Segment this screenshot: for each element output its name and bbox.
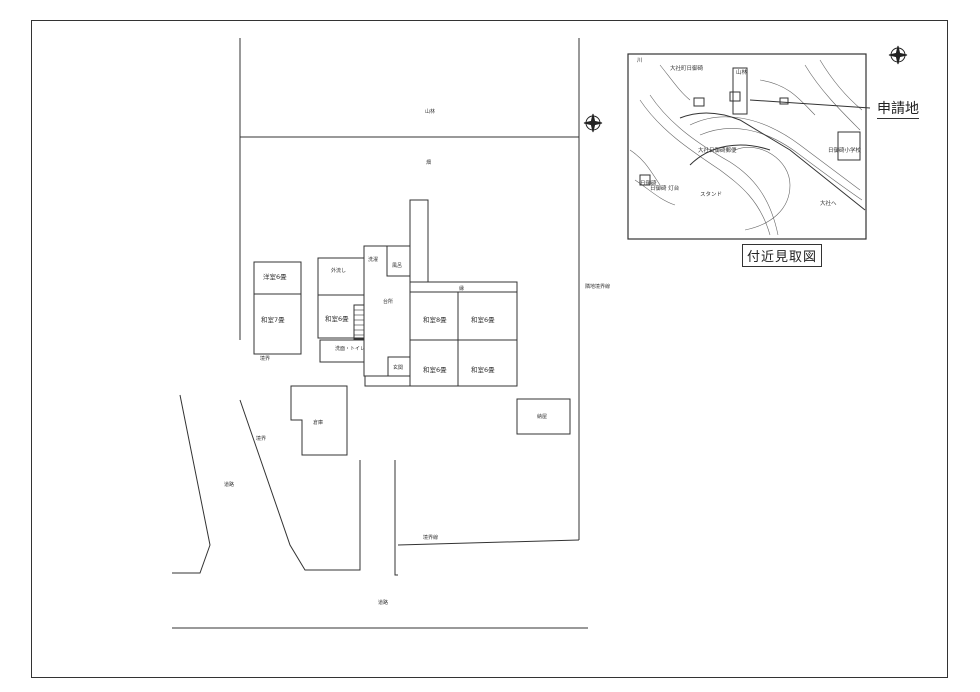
- map-place-2: 日御碕: [640, 179, 657, 187]
- compass-icon: [583, 113, 603, 133]
- label-boundary-b: 境界: [256, 435, 266, 442]
- map-caption: 付近見取図: [742, 244, 823, 267]
- plan-text: 山林 畑 台所 風呂 洗濯 外流し 洗面・トイレ 玄関 縁 倉庫 納屋 境界 境…: [224, 108, 610, 606]
- label-neighbor: 隣地境界線: [585, 283, 610, 290]
- house-outline: [253, 199, 571, 456]
- label-upper-field: 山林: [425, 108, 435, 115]
- room-labels: 洋室6畳 和室7畳 和室6畳 和室8畳 和室6畳 和室6畳 和室6畳: [261, 272, 495, 374]
- room-washitsu7: 和室7畳: [261, 315, 285, 324]
- label-boundary-a: 境界: [260, 355, 270, 362]
- drawing-frame: [31, 20, 948, 678]
- label-kitchen: 台所: [383, 298, 393, 305]
- label-outdoor-sink: 外流し: [331, 267, 346, 274]
- room-washitsu8: 和室8畳: [423, 315, 447, 324]
- room-washitsu6-a: 和室6畳: [325, 314, 349, 323]
- label-field: 畑: [426, 159, 431, 166]
- label-entrance: 玄関: [393, 364, 403, 371]
- label-washing: 洗濯: [368, 256, 378, 263]
- map-place-5: 大社へ: [820, 199, 837, 207]
- label-storage: 納屋: [537, 413, 547, 420]
- map-place-7: 日御碕 灯台: [650, 184, 680, 192]
- label-barn: 倉庫: [313, 419, 323, 426]
- label-engawa: 縁: [459, 285, 464, 292]
- room-washitsu6-d: 和室6畳: [471, 365, 495, 374]
- map-place-4: スタンド: [700, 190, 722, 198]
- site-boundaries: [172, 38, 588, 629]
- map-mountain-label: 山林: [736, 68, 748, 76]
- label-road-bottom: 道路: [378, 599, 388, 606]
- map-place-3: 日御碕小学校: [828, 146, 862, 154]
- stairs: [354, 309, 364, 336]
- map-river-label: 川: [637, 58, 643, 64]
- label-boundary-c: 境界線: [423, 534, 438, 541]
- label-toilet: 洗面・トイレ: [335, 345, 365, 352]
- map-compass-icon: [888, 45, 908, 65]
- label-road-left: 道路: [224, 481, 234, 488]
- site-label: 申請地: [877, 98, 919, 119]
- map-place-1: 大社日御碕郵便: [698, 146, 737, 154]
- label-bath: 風呂: [392, 263, 402, 269]
- room-washitsu6-c: 和室6畳: [423, 365, 447, 374]
- room-youshitsu: 洋室6畳: [263, 272, 287, 281]
- room-washitsu6-b: 和室6畳: [471, 315, 495, 324]
- location-map: 大社町日御碕 山林 川 大社日御碕郵便 日御碕 日御碕小学校 スタンド 大社へ …: [627, 53, 871, 240]
- map-town-label: 大社町日御碕: [670, 64, 704, 72]
